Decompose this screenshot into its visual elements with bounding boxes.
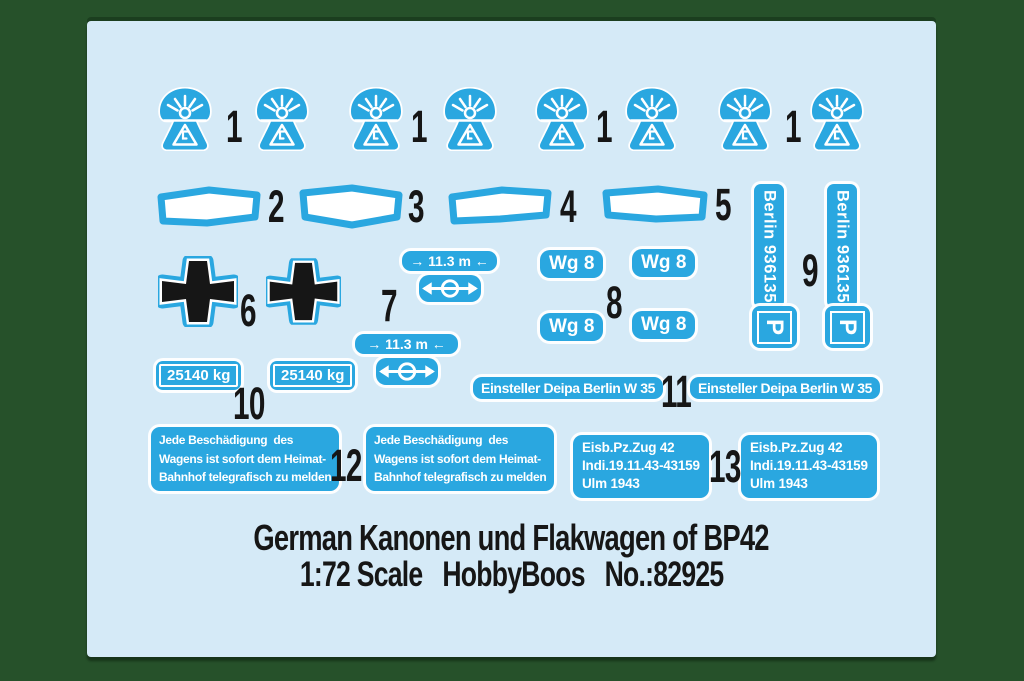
gauge-length-decal: → 11.3 m ← <box>355 334 458 385</box>
reichsbahn-emblem-icon <box>348 87 404 151</box>
damage-notice-line: Jede Beschädigung des <box>159 433 294 447</box>
reichsbahn-emblem-icon <box>534 87 590 151</box>
placard-strip <box>157 186 261 227</box>
marker-number: 10 <box>233 378 265 429</box>
weight-label: 25140 kg <box>273 364 353 387</box>
damage-notice-decal: Jede Beschädigung des Wagens ist sofort … <box>366 427 555 491</box>
einsteller-decal: Einsteller Deipa Berlin W 35 <box>473 377 663 399</box>
unit-marking-line: Eisb.Pz.Zug 42 <box>750 440 843 455</box>
unit-marking-decal: Eisb.Pz.Zug 42 Indi.19.11.43-43159 Ulm 1… <box>573 435 709 498</box>
reichsbahn-emblem-icon <box>157 87 213 151</box>
reichsbahn-emblem-icon <box>624 87 680 151</box>
buffer-length-icon <box>418 275 481 302</box>
gauge-length-decal: → 11.3 m ← <box>402 251 497 302</box>
unit-marking-line: Eisb.Pz.Zug 42 <box>582 440 675 455</box>
marker-number: 11 <box>661 366 692 417</box>
unit-marking-decal: Eisb.Pz.Zug 42 Indi.19.11.43-43159 Ulm 1… <box>741 435 877 498</box>
balkenkreuz-icon <box>158 256 238 327</box>
marker-number: 2 <box>268 181 285 232</box>
marker-number: 12 <box>330 440 362 491</box>
weight-decal: 25140 kg <box>270 361 356 390</box>
marker-number: 6 <box>240 285 257 336</box>
buffer-length-icon <box>375 358 438 385</box>
gauge-length-label: → 11.3 m ← <box>402 251 497 271</box>
marker-number: 4 <box>560 181 577 232</box>
reichsbahn-emblem-icon <box>717 87 773 151</box>
wg8-decal: Wg 8 <box>540 313 604 341</box>
parking-letter: P <box>834 318 862 336</box>
unit-marking-line: Ulm 1943 <box>750 476 808 492</box>
damage-notice-line: Bahnhof telegrafisch zu melden <box>159 470 332 485</box>
weight-label: 25140 kg <box>159 364 239 387</box>
reichsbahn-emblem-icon <box>254 87 310 151</box>
sheet-title-text: German Kanonen und Flakwagen of BP42 <box>253 517 770 558</box>
einsteller-decal: Einsteller Deipa Berlin W 35 <box>690 377 880 399</box>
unit-marking-line: Indi.19.11.43-43159 <box>582 458 700 474</box>
wg8-decal: Wg 8 <box>632 311 696 339</box>
damage-notice-line: Jede Beschädigung des <box>374 433 509 447</box>
balkenkreuz-icon <box>266 256 341 327</box>
parking-frame: P <box>757 310 792 344</box>
placard-strip <box>602 185 708 223</box>
berlin-number-strip: Berlin 936135 <box>754 184 784 308</box>
sheet-title: German Kanonen und Flakwagen of BP42 <box>87 517 936 559</box>
wg8-decal: Wg 8 <box>632 249 696 277</box>
marker-number: 7 <box>381 280 398 331</box>
parking-decal: P <box>825 306 870 348</box>
damage-notice-line: Wagens ist sofort dem Heimat- <box>374 451 541 466</box>
weight-decal: 25140 kg <box>156 361 242 390</box>
marker-number: 1 <box>226 101 243 152</box>
parking-decal: P <box>752 306 797 348</box>
wg8-decal: Wg 8 <box>540 250 604 278</box>
marker-number: 3 <box>408 181 425 232</box>
marker-number: 9 <box>802 245 819 296</box>
reichsbahn-emblem-icon <box>442 87 498 151</box>
marker-number: 5 <box>715 179 732 230</box>
parking-frame: P <box>830 310 865 344</box>
damage-notice-decal: Jede Beschädigung des Wagens ist sofort … <box>151 427 340 491</box>
marker-number: 1 <box>785 101 802 152</box>
marker-number: 1 <box>411 101 428 152</box>
marker-number: 13 <box>709 441 741 492</box>
gauge-length-label: → 11.3 m ← <box>355 334 458 354</box>
reichsbahn-emblem-icon <box>809 87 865 151</box>
damage-notice-line: Wagens ist sofort dem Heimat- <box>159 451 326 466</box>
placard-strip <box>299 184 403 229</box>
parking-letter: P <box>761 318 789 336</box>
marker-number: 1 <box>596 101 613 152</box>
marker-number: 8 <box>606 277 623 328</box>
sheet-subtitle: 1:72 Scale HobbyBoos No.:82925 <box>87 555 936 595</box>
damage-notice-line: Bahnhof telegrafisch zu melden <box>374 470 547 485</box>
unit-marking-line: Ulm 1943 <box>582 476 640 492</box>
sheet-subtitle-text: 1:72 Scale HobbyBoos No.:82925 <box>299 555 724 594</box>
unit-marking-line: Indi.19.11.43-43159 <box>750 458 868 474</box>
placard-strip <box>448 186 552 225</box>
berlin-number-strip: Berlin 936135 <box>827 184 857 308</box>
